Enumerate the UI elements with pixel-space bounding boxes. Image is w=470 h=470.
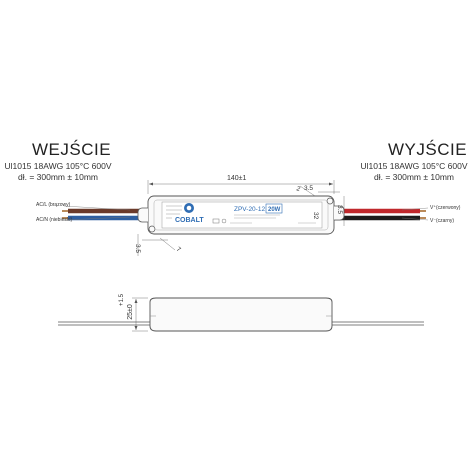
power-rating: 20W <box>268 207 281 213</box>
mount-ear-left <box>137 207 148 223</box>
output-spec-length: dł. = 300mm ± 10mm <box>373 172 454 182</box>
dim-3-5-top: 3.5 <box>304 185 313 192</box>
label-v-minus: V⁻(czarny) <box>430 218 454 224</box>
dim-left-ear: 3.5 7 <box>134 234 182 256</box>
dim-height-value: 25±0 <box>127 304 134 320</box>
dim-2: 2 <box>295 185 301 193</box>
input-spec-length: dł. = 300mm ± 10mm <box>17 172 98 182</box>
dim-length: 140±1 <box>147 175 335 194</box>
dim-3-5-right: 3.5 <box>336 205 343 214</box>
label-ac-l: AC/L (brązowy) <box>36 202 71 208</box>
model-number: ZPV-20-12 <box>234 206 265 213</box>
dim-right-ear: 2 3.5 3.5 32 <box>295 185 345 226</box>
dim-32: 32 <box>312 212 319 220</box>
psu-top-view: COBALT ZPV-20-12 20W <box>137 195 345 235</box>
input-title: WEJŚCIE <box>32 140 112 159</box>
side-body-outline <box>149 297 333 332</box>
dim-height: 25±0 +1.5 <box>119 293 148 332</box>
output-spec-wire: Ul1015 18AWG 105°C 600V <box>360 161 468 171</box>
dim-length-value: 140±1 <box>227 175 247 182</box>
dim-3-5-left: 3.5 <box>134 244 141 253</box>
label-ac-n: AC/N (niebieski) <box>36 217 72 223</box>
label-v-plus: V⁺(czerwony) <box>430 205 461 211</box>
dim-height-tolerance: +1.5 <box>119 293 125 306</box>
input-wires <box>62 208 150 221</box>
input-spec-wire: Ul1015 18AWG 105°C 600V <box>4 161 112 171</box>
psu-side-view <box>58 297 424 332</box>
brand-name: COBALT <box>175 217 204 224</box>
output-wires <box>333 208 426 221</box>
output-title: WYJŚCIE <box>388 140 468 159</box>
dim-7: 7 <box>175 246 182 254</box>
